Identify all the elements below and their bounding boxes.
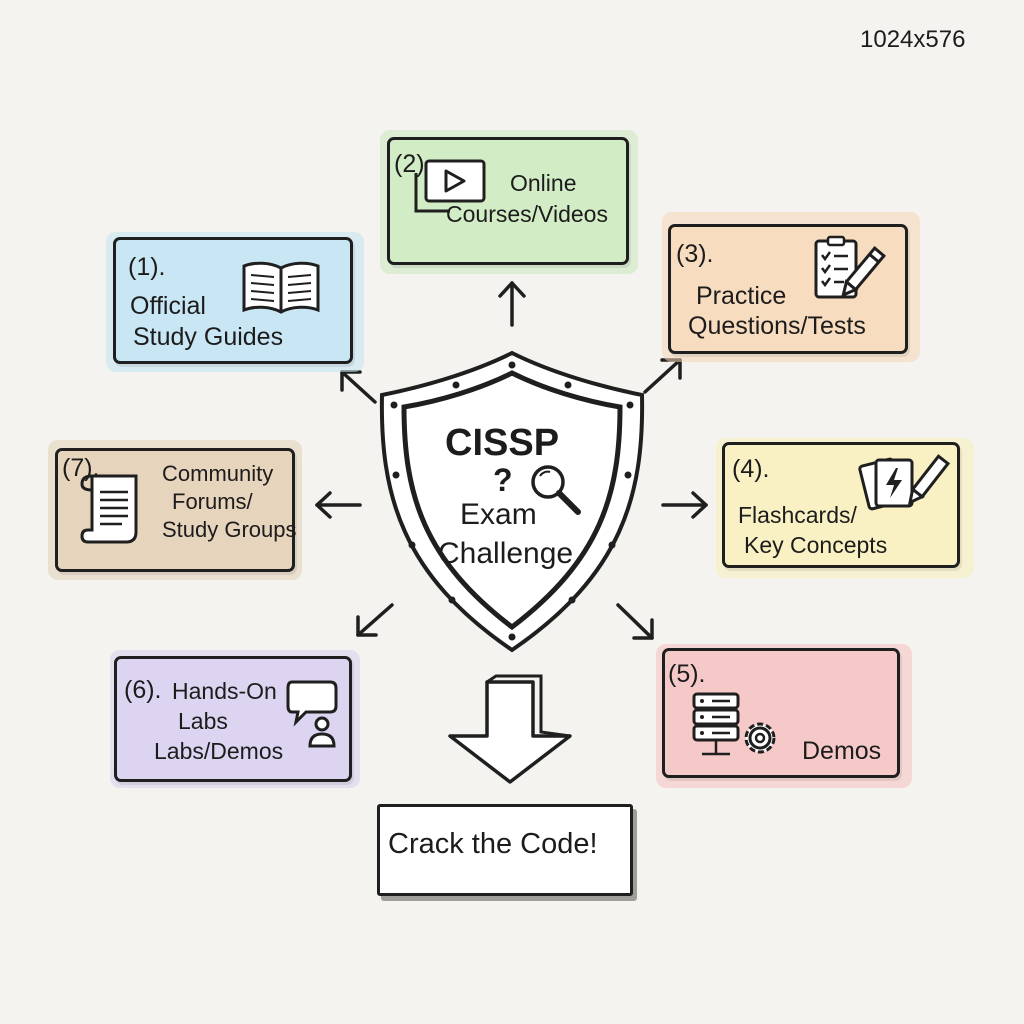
card-1-line-1: Official xyxy=(130,292,206,320)
goal-label: Crack the Code! xyxy=(388,828,598,860)
center-exam: Exam xyxy=(460,498,537,531)
card-6-number: (6). xyxy=(124,676,162,704)
card-5-line-1: Demos xyxy=(802,737,882,765)
arrow-down-left xyxy=(356,603,394,637)
card-flashcards-key-concepts xyxy=(722,442,960,568)
arrow-down-right xyxy=(616,603,654,640)
card-7-line-2: Forums/ xyxy=(172,489,253,514)
card-3-line-1: Practice xyxy=(696,282,787,310)
card-6-line-1: Hands-On xyxy=(172,678,277,704)
arrow-up xyxy=(498,281,526,327)
card-1-number: (1). xyxy=(128,253,166,281)
flashcards-icon xyxy=(858,454,951,511)
card-6-line-2: Labs xyxy=(178,708,228,734)
card-7-line-1: Community xyxy=(162,461,274,486)
card-4-line-1: Flashcards/ xyxy=(738,502,857,528)
down-arrow-to-goal xyxy=(448,674,572,784)
size-label: 1024x576 xyxy=(860,26,966,53)
goal-box xyxy=(377,804,633,896)
card-2-line-2: Courses/Videos xyxy=(446,201,608,227)
arrow-up-left xyxy=(340,370,377,404)
card-1-line-2: Study Guides xyxy=(133,323,284,351)
shield-icon xyxy=(379,350,645,653)
card-4-number: (4). xyxy=(732,455,770,483)
scroll-icon xyxy=(80,474,138,544)
checklist-pencil-icon xyxy=(814,235,886,299)
chat-user-icon xyxy=(286,680,338,748)
card-2-line-1: Online xyxy=(510,170,577,196)
card-hands-on-labs xyxy=(114,656,352,782)
center-question-mark: ? xyxy=(493,462,513,498)
card-practice-questions-tests xyxy=(668,224,908,354)
arrow-right xyxy=(661,491,708,519)
card-5-number: (5). xyxy=(668,660,706,688)
open-book-icon xyxy=(242,261,320,314)
card-6-line-3: Labs/Demos xyxy=(154,738,284,764)
video-player-icon xyxy=(414,159,486,213)
center-title: CISSP xyxy=(445,422,560,464)
card-4-line-2: Key Concepts xyxy=(744,532,888,558)
magnifier-icon xyxy=(531,465,581,515)
center-challenge: Challenge xyxy=(438,537,574,570)
card-3-line-2: Questions/Tests xyxy=(688,312,866,340)
card-7-line-3: Study Groups xyxy=(162,517,297,542)
card-3-number: (3). xyxy=(676,240,714,268)
server-gear-icon xyxy=(692,692,776,756)
arrow-left xyxy=(315,491,362,519)
